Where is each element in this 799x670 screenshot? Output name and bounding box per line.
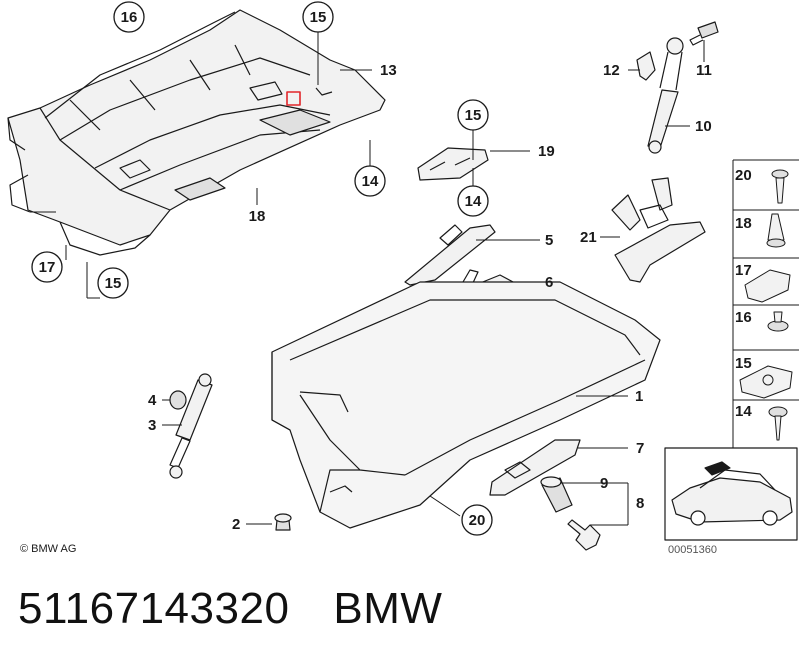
car-thumbnail [664,447,798,541]
upper-glovebox-frame [7,9,386,256]
callout-9: 9 [600,475,608,492]
cap-4 [169,390,187,410]
glovebox-lid-1 [271,281,661,529]
callout-3: 3 [148,417,156,434]
callout-20: 20 [469,512,486,529]
lock-cylinder-9 [540,476,573,513]
side-label-20: 20 [735,167,752,184]
gas-strut-3 [169,373,213,479]
callout-17: 17 [39,259,56,276]
callout-14-left: 14 [362,173,379,190]
leader-lines [30,31,705,526]
callout-6: 6 [545,274,553,291]
copyright-text: © BMW AG [20,543,76,555]
callout-4: 4 [148,392,157,409]
bracket-12 [636,51,656,81]
callout-5: 5 [545,232,553,249]
callout-14-mid: 14 [465,193,482,210]
key-8 [567,519,601,551]
callout-7: 7 [636,440,644,457]
callout-1: 1 [635,388,643,405]
side-label-18: 18 [735,215,752,232]
side-label-17: 17 [735,262,752,279]
callout-circles [31,1,493,536]
callout-18: 18 [249,208,266,225]
callout-13: 13 [380,62,397,79]
reference-code: 00051360 [668,544,717,556]
callout-12: 12 [603,62,620,79]
part-number: 51167143320 [18,584,290,633]
callout-2: 2 [232,516,240,533]
hinge-arm-10 [647,37,684,154]
callout-15-left: 15 [105,275,122,292]
lid-handle-7 [489,439,581,496]
callout-11: 11 [696,62,712,79]
callout-15-top: 15 [310,9,327,26]
part-number-caption: 51167143320 BMW [18,584,442,634]
bracket-19 [417,147,489,181]
latch-strip-5 [404,224,496,286]
callout-10: 10 [695,118,712,135]
callout-15-mid: 15 [465,107,482,124]
callout-21: 21 [580,229,597,246]
clip-2 [274,513,292,531]
callout-8: 8 [636,495,644,512]
callout-16: 16 [121,9,138,26]
latch-assembly-21 [611,177,706,283]
callout-19: 19 [538,143,555,160]
fastener-panel [732,159,799,450]
bolt-11 [689,21,719,46]
brand-name: BMW [333,584,443,633]
side-panel-labels: 20 18 17 16 15 14 [735,167,752,420]
side-label-16: 16 [735,309,752,326]
side-label-15: 15 [735,355,752,372]
callout-labels: 16 15 13 14 18 17 15 15 19 14 5 6 21 1 7… [39,9,712,533]
side-label-14: 14 [735,403,752,420]
